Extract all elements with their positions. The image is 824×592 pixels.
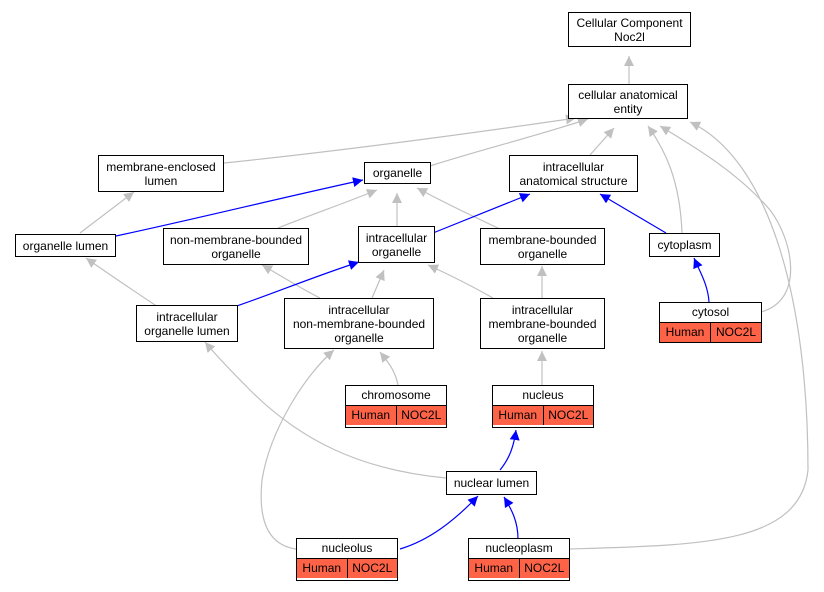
edge-nucleolus-inmbo <box>260 349 335 550</box>
edge-organelle-cae <box>429 117 589 167</box>
node-line: intracellular <box>328 302 390 317</box>
node-intracellular-non-membrane-bounded-organelle[interactable]: intracellular non-membrane-bounded organ… <box>284 298 434 349</box>
edge-olumen-organelle <box>115 177 364 237</box>
edge-io-ias <box>432 193 531 234</box>
gene-cell: NOC2L <box>710 323 761 342</box>
edge-inmbo-nmbo <box>261 264 321 299</box>
node-line: Noc2l <box>614 29 645 44</box>
edge-nucleoplasm-nuclearlumen <box>503 496 519 540</box>
edge-chromosome-inmbo <box>379 351 399 386</box>
node-line: organelle <box>517 246 568 261</box>
node-line: organelle lumen <box>144 323 230 338</box>
node-intracellular-organelle-lumen[interactable]: intracellular organelle lumen <box>136 305 238 342</box>
node-line: anatomical structure <box>519 173 628 188</box>
annotation-row: Human NOC2L <box>346 406 446 425</box>
node-intracellular-organelle[interactable]: intracellular organelle <box>358 226 435 263</box>
node-line: intracellular <box>511 302 574 317</box>
node-line: Cellular Component <box>576 15 683 30</box>
node-line: intracellular <box>542 159 605 174</box>
node-cytosol[interactable]: cytosol Human NOC2L <box>659 302 762 343</box>
node-nucleolus[interactable]: nucleolus Human NOC2L <box>296 538 398 581</box>
edge-cytoplasm-ias <box>599 193 667 234</box>
node-line: organelle <box>372 166 423 180</box>
node-line: intracellular <box>365 230 428 245</box>
node-line: lumen <box>144 173 178 188</box>
gene-cell: NOC2L <box>542 406 593 425</box>
node-name: nucleus <box>493 386 593 406</box>
node-line: organelle <box>371 244 422 259</box>
node-line: organelle <box>334 330 384 345</box>
edge-cytoplasm-cae <box>647 125 683 234</box>
node-line: cellular anatomical <box>578 87 678 102</box>
species-cell: Human <box>297 559 347 578</box>
node-line: organelle <box>517 330 568 345</box>
node-line: non-membrane-bounded <box>292 316 426 331</box>
node-nucleoplasm[interactable]: nucleoplasm Human NOC2L <box>468 538 570 581</box>
edge-imbo-io <box>427 264 494 299</box>
node-nucleus[interactable]: nucleus Human NOC2L <box>492 385 594 428</box>
edge-nucleoplasm-cae <box>568 121 809 550</box>
node-line: membrane-bounded <box>488 232 597 247</box>
edge-nuclearlumen-iol <box>204 341 447 479</box>
edge-cytosol-cytoplasm <box>693 257 710 303</box>
node-non-membrane-bounded-organelle[interactable]: non-membrane-bounded organelle <box>163 228 309 265</box>
species-cell: Human <box>493 406 543 425</box>
node-name: chromosome <box>346 386 446 406</box>
annotation-row: Human NOC2L <box>660 323 761 342</box>
node-line: cytoplasm <box>657 238 712 252</box>
node-membrane-enclosed-lumen[interactable]: membrane-enclosed lumen <box>98 155 224 192</box>
node-intracellular-membrane-bounded-organelle[interactable]: intracellular membrane-bounded organelle <box>480 298 605 349</box>
edge-inmbo-io <box>371 269 385 299</box>
species-cell: Human <box>346 406 396 425</box>
edge-iol-olumen <box>85 257 159 308</box>
node-organelle[interactable]: organelle <box>364 162 431 184</box>
node-line: organelle <box>211 246 261 261</box>
gene-cell: NOC2L <box>395 406 446 425</box>
species-cell: Human <box>469 559 519 578</box>
node-membrane-bounded-organelle[interactable]: membrane-bounded organelle <box>480 228 605 265</box>
node-name: cytosol <box>660 303 761 323</box>
edge-nuclearlumen-nucleus <box>499 429 520 471</box>
node-name: nucleolus <box>297 539 397 559</box>
edge-mel-cae <box>223 114 577 164</box>
node-cellular-component[interactable]: Cellular Component Noc2l <box>568 12 691 47</box>
species-cell: Human <box>660 323 710 342</box>
annotation-row: Human NOC2L <box>297 559 397 578</box>
annotation-row: Human NOC2L <box>469 559 569 578</box>
node-line: membrane-enclosed <box>106 159 216 174</box>
edge-cytosol-cae <box>659 125 792 313</box>
node-name: nucleoplasm <box>469 539 569 559</box>
edge-nucleolus-nuclearlumen <box>399 495 479 550</box>
edge-mbo-organelle <box>416 187 501 230</box>
node-line: organelle lumen <box>22 238 109 253</box>
node-organelle-lumen[interactable]: organelle lumen <box>15 234 116 257</box>
node-nuclear-lumen[interactable]: nuclear lumen <box>446 471 537 495</box>
node-chromosome[interactable]: chromosome Human NOC2L <box>345 385 447 428</box>
annotation-row: Human NOC2L <box>493 406 593 425</box>
gene-cell: NOC2L <box>346 559 397 578</box>
node-cellular-anatomical-entity[interactable]: cellular anatomical entity <box>568 84 688 119</box>
edge-olumen-mel <box>79 191 135 234</box>
node-cytoplasm[interactable]: cytoplasm <box>649 233 720 257</box>
node-line: membrane-bounded <box>488 316 597 331</box>
node-line: nuclear lumen <box>453 476 530 490</box>
node-line: intracellular <box>156 309 218 324</box>
node-intracellular-anatomical-structure[interactable]: intracellular anatomical structure <box>509 155 638 192</box>
gene-cell: NOC2L <box>518 559 569 578</box>
edge-ias-cae <box>589 127 615 156</box>
edge-iol-io <box>227 260 360 310</box>
node-line: non-membrane-bounded <box>169 232 303 247</box>
node-line: entity <box>613 101 643 116</box>
edge-nmbo-organelle <box>277 189 378 229</box>
